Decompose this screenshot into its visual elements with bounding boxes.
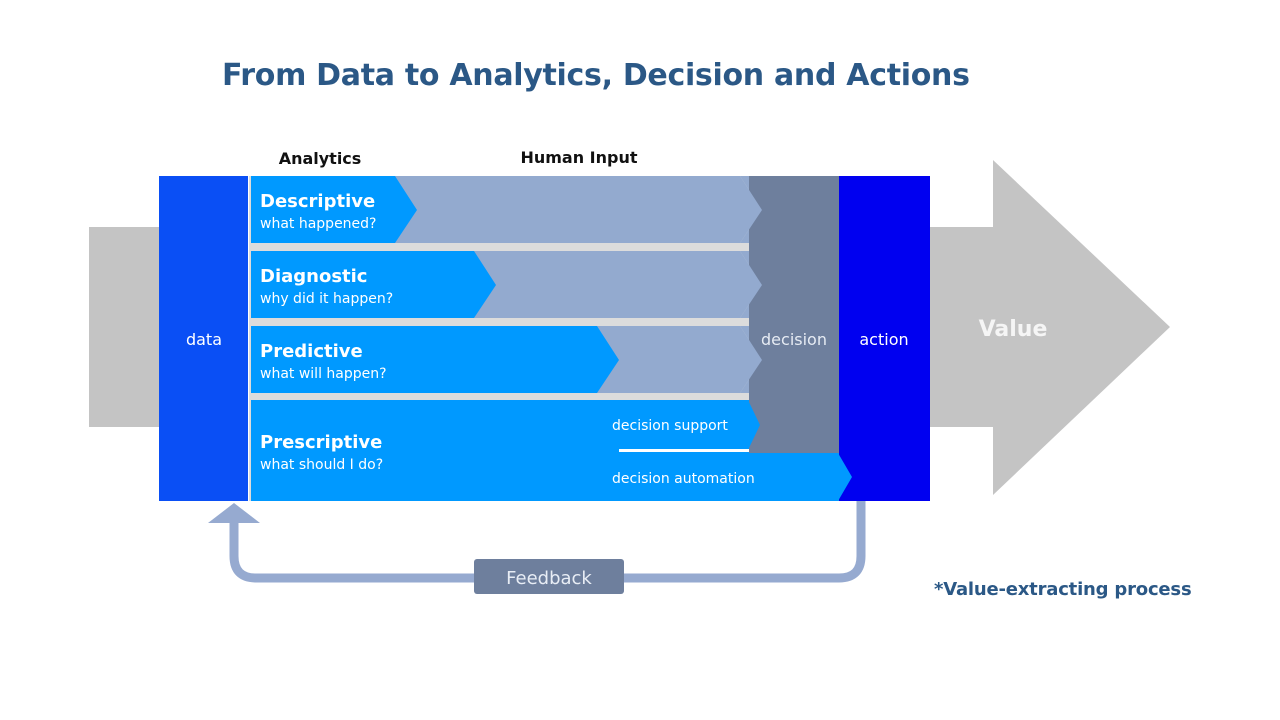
automation-arrow-tip bbox=[838, 453, 852, 501]
decision-automation-label: decision automation bbox=[612, 471, 755, 487]
human-input-header: Human Input bbox=[520, 148, 637, 167]
row-question-descriptive: what happened? bbox=[260, 216, 376, 232]
decision-support-arrow bbox=[600, 400, 760, 450]
action-label: action bbox=[859, 330, 908, 349]
action-column bbox=[839, 176, 930, 501]
footnote: *Value-extracting process bbox=[934, 579, 1192, 600]
row-name-predictive: Predictive bbox=[260, 341, 363, 362]
analytics-arrow-predictive bbox=[251, 326, 619, 393]
row-name-descriptive: Descriptive bbox=[260, 191, 375, 212]
feedback-arrowhead-icon bbox=[208, 503, 260, 523]
arrow-tip-descriptive bbox=[740, 176, 762, 243]
value-arrow-shaft-left bbox=[89, 227, 160, 427]
support-divider bbox=[619, 449, 749, 452]
arrow-tip-predictive bbox=[740, 326, 762, 393]
arrow-tip-diagnostic bbox=[740, 251, 762, 318]
row-name-prescriptive: Prescriptive bbox=[260, 432, 382, 453]
decision-column bbox=[749, 176, 839, 501]
decision-automation-arrow bbox=[600, 453, 852, 501]
analytics-header: Analytics bbox=[279, 149, 362, 168]
data-column bbox=[159, 176, 248, 501]
row-question-prescriptive: what should I do? bbox=[260, 457, 383, 473]
page-title: From Data to Analytics, Decision and Act… bbox=[222, 58, 970, 93]
value-label: Value bbox=[979, 317, 1048, 342]
analytics-arrow-diagnostic bbox=[251, 251, 496, 318]
decision-label: decision bbox=[761, 330, 827, 349]
row-name-diagnostic: Diagnostic bbox=[260, 266, 367, 287]
feedback-badge bbox=[474, 559, 624, 594]
value-arrow bbox=[930, 160, 1170, 495]
feedback-label: Feedback bbox=[506, 568, 592, 589]
data-label: data bbox=[186, 330, 222, 349]
row-question-predictive: what will happen? bbox=[260, 366, 387, 382]
decision-support-label: decision support bbox=[612, 418, 728, 434]
analytics-arrow-descriptive bbox=[251, 176, 417, 243]
row-question-diagnostic: why did it happen? bbox=[260, 291, 393, 307]
